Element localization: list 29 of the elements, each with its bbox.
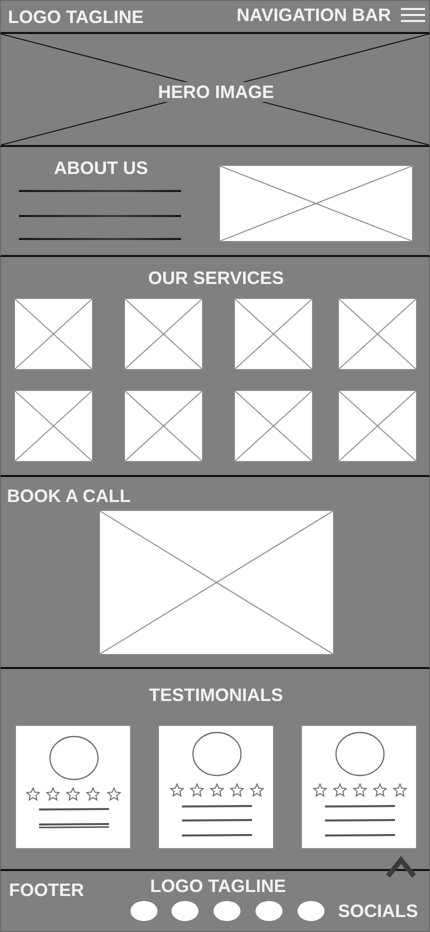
nav-bar-label: NAVIGATION BAR (236, 5, 391, 25)
section-heading: ABOUT US (54, 158, 148, 178)
tagline-label: LOGO TAGLINE (8, 7, 144, 27)
testimonials-section (0, 669, 430, 871)
image-placeholder (99, 510, 334, 655)
image-placeholder (124, 390, 203, 462)
section-heading: OUR SERVICES (148, 268, 284, 288)
footer-label: FOOTER (9, 880, 84, 900)
image-placeholder (234, 390, 313, 462)
testimonial-card (15, 725, 131, 849)
image-placeholder (14, 390, 93, 462)
testimonial-card (301, 725, 417, 849)
image-placeholder (124, 298, 203, 370)
image-placeholder (14, 298, 93, 370)
socials-label: SOCIALS (338, 901, 418, 921)
testimonial-card (158, 725, 274, 849)
section-heading: TESTIMONIALS (149, 685, 283, 705)
about-section (0, 147, 430, 257)
tagline-label: LOGO TAGLINE (150, 876, 286, 896)
image-placeholder (338, 298, 417, 370)
hero-image-section (0, 34, 430, 147)
image-placeholder (338, 390, 417, 462)
footer-section (0, 871, 430, 932)
header-bar (0, 0, 430, 34)
book-call-section (0, 477, 430, 669)
services-section (0, 257, 430, 477)
section-heading: BOOK A CALL (7, 486, 131, 506)
image-placeholder (234, 298, 313, 370)
image-placeholder (219, 165, 413, 242)
